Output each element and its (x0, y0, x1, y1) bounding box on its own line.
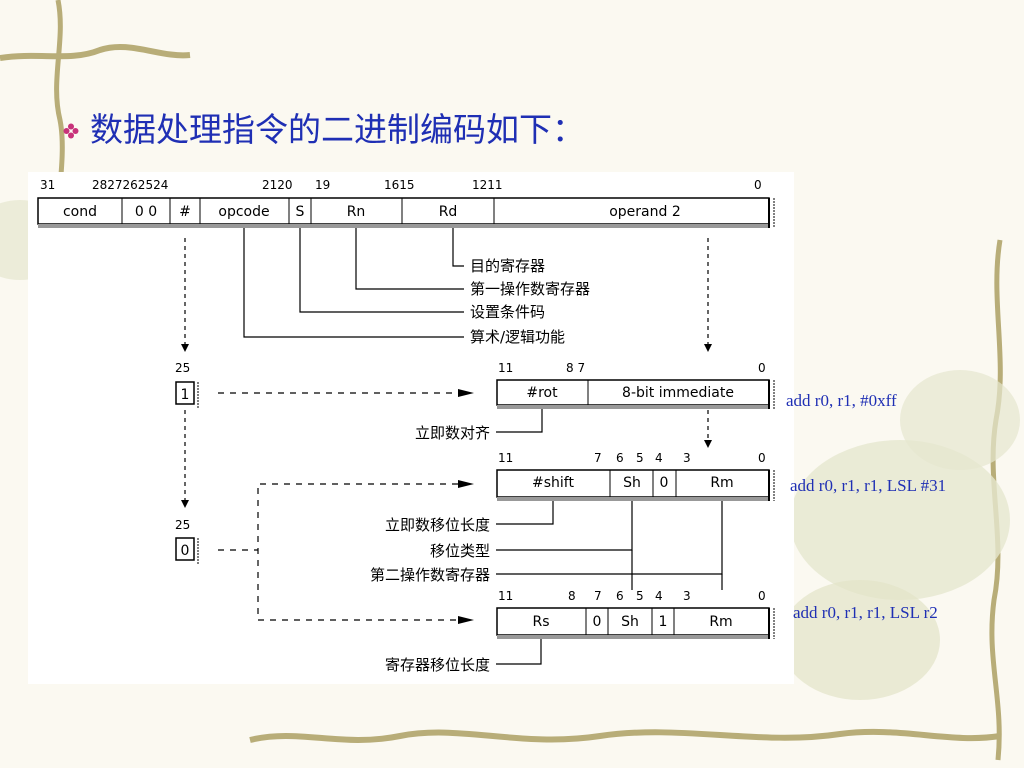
field-00: 0 0 (135, 204, 157, 220)
bit-number: 3 (683, 451, 691, 465)
example-shift-register: add r0, r1, r1, LSL r2 (793, 603, 938, 622)
bit-number: 4 (655, 451, 663, 465)
note-shift-amount: 立即数移位长度 (385, 516, 490, 534)
legend-operand1: 第一操作数寄存器 (470, 280, 590, 298)
field-rs: Rs (532, 614, 549, 630)
note-shift-type: 移位类型 (430, 542, 490, 560)
field-sh: Sh (623, 475, 641, 491)
field-operand2: operand 2 (609, 204, 681, 220)
example-immediate: add r0, r1, #0xff (786, 391, 897, 410)
bit-number: 4 (655, 589, 663, 603)
instruction-format-box: cond 0 0 # opcode S Rn Rd operand 2 (37, 197, 775, 228)
bit-number: 1211 (472, 178, 503, 192)
bit-number: 11 (498, 589, 513, 603)
field-zero: 0 (593, 614, 602, 630)
bit-number: 31 (40, 178, 55, 192)
bit25-label: 25 (175, 361, 190, 375)
field-shift: #shift (532, 475, 574, 491)
field-one: 1 (659, 614, 668, 630)
field-rm: Rm (710, 475, 733, 491)
bit-number: 1615 (384, 178, 415, 192)
bit-number: 2120 (262, 178, 293, 192)
bit-number: 6 (616, 589, 624, 603)
field-rm: Rm (709, 614, 732, 630)
bit25-value-one: 1 (181, 387, 190, 403)
bit-number: 7 (594, 589, 602, 603)
legend-condition: 设置条件码 (470, 303, 545, 321)
bit-number: 8 (568, 589, 576, 603)
encoding-diagram: 31 2827262524 2120 19 1615 1211 0 cond 0… (28, 172, 794, 684)
field-s: S (296, 204, 305, 220)
bit25-label: 25 (175, 518, 190, 532)
bit-number: 11 (498, 451, 513, 465)
bit-number: 6 (616, 451, 624, 465)
example-shift-immediate: add r0, r1, r1, LSL #31 (790, 476, 947, 495)
field-rd: Rd (439, 204, 458, 220)
note-operand2-register: 第二操作数寄存器 (370, 566, 490, 584)
field-8bit-immediate: 8-bit immediate (622, 385, 734, 401)
bit-number: 0 (754, 178, 762, 192)
legend-alu: 算术/逻辑功能 (470, 328, 565, 346)
bit-number: 11 (498, 361, 513, 375)
bit-number: 5 (636, 451, 644, 465)
field-rot: #rot (526, 385, 558, 401)
bit-number: 2827262524 (92, 178, 168, 192)
legend-destination: 目的寄存器 (470, 257, 545, 275)
bit-number: 0 (758, 361, 766, 375)
field-zero: 0 (660, 475, 669, 491)
field-opcode: opcode (218, 204, 269, 220)
bit-number: 8 7 (566, 361, 585, 375)
field-rn: Rn (347, 204, 366, 220)
note-register-shift-length: 寄存器移位长度 (385, 656, 490, 674)
diamond-bullet-icon (63, 123, 79, 139)
field-sh: Sh (621, 614, 639, 630)
bit-number: 5 (636, 589, 644, 603)
bit-number: 19 (315, 178, 330, 192)
field-cond: cond (63, 204, 97, 220)
bit-number: 0 (758, 451, 766, 465)
bit-number: 0 (758, 589, 766, 603)
bit25-value-zero: 0 (181, 543, 190, 559)
bit-number: 3 (683, 589, 691, 603)
page-title: 数据处理指令的二进制编码如下： (90, 110, 585, 149)
bit-number: 7 (594, 451, 602, 465)
note-rotate-align: 立即数对齐 (415, 424, 490, 442)
field-hash: # (179, 204, 191, 220)
